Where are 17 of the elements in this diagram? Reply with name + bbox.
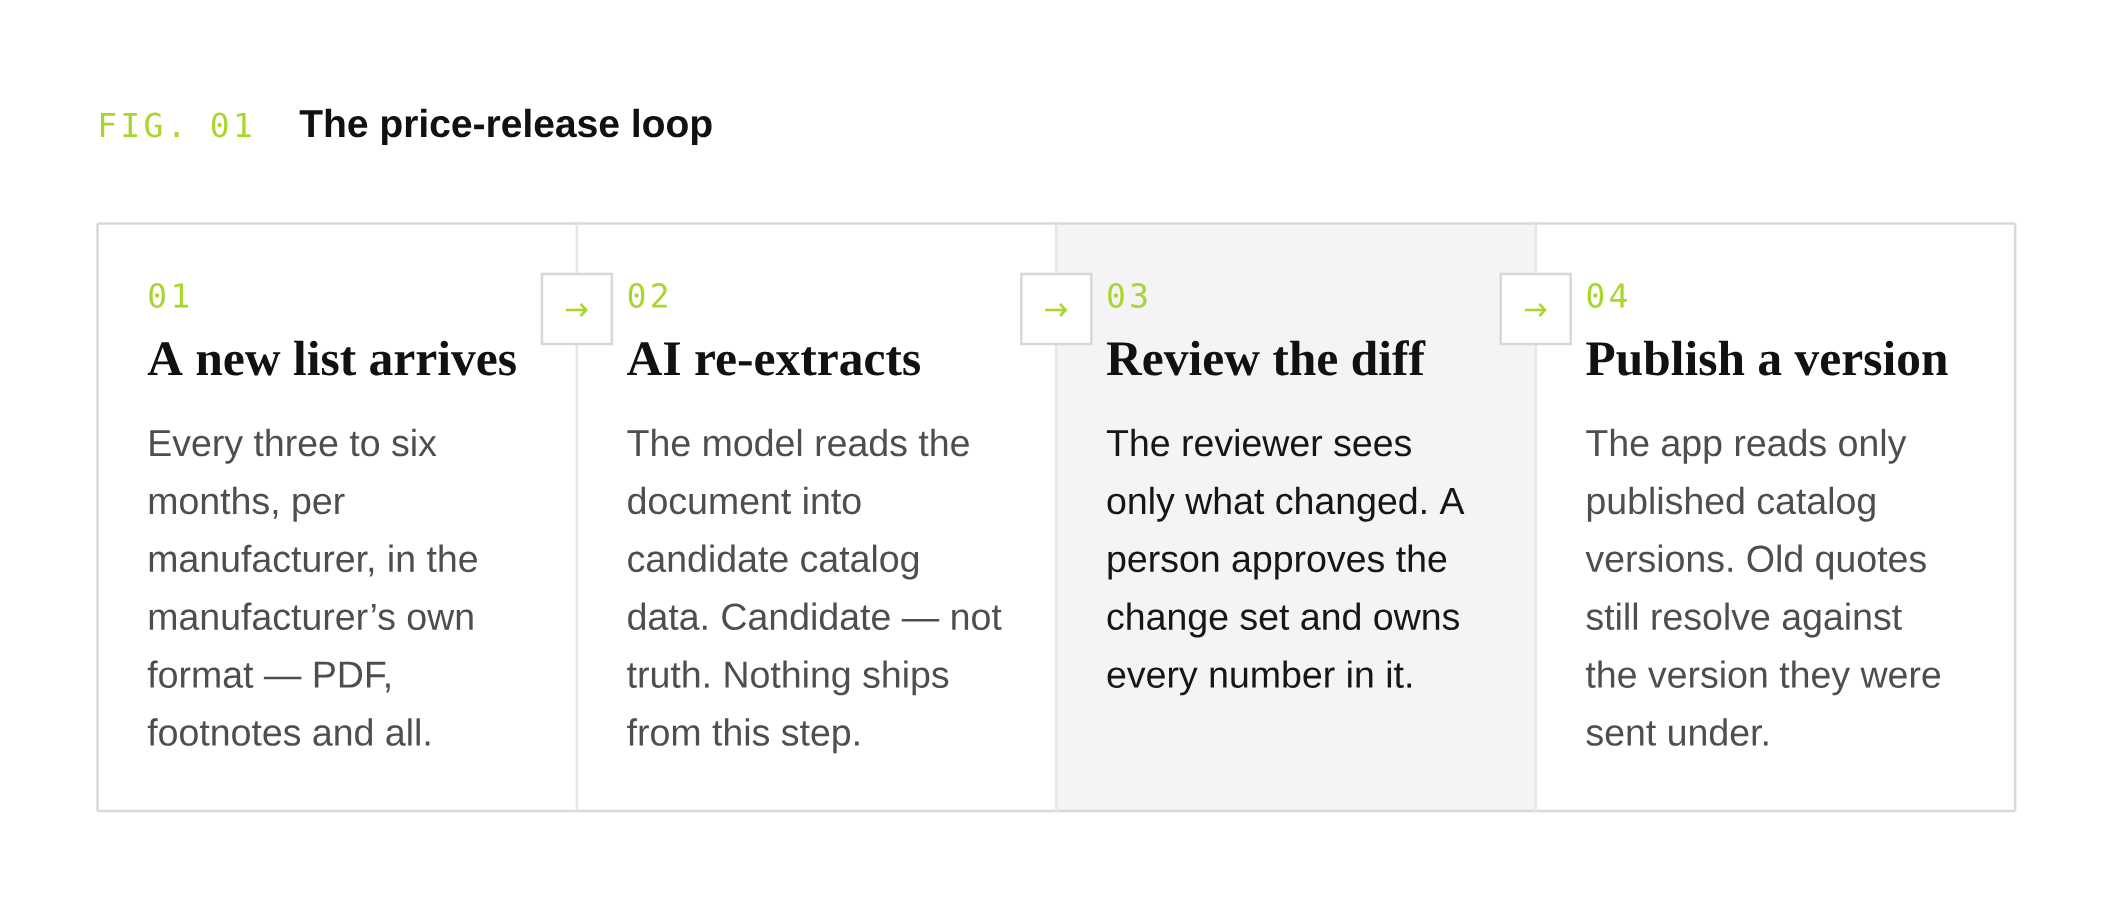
- step-description: Every three to six months, per manufacturer, in the manufacturer’s own format — PDF, footnotes and all.: [147, 428, 477, 746]
- arrow: [565, 303, 588, 317]
- step-number: 04: [1587, 283, 1627, 308]
- step-description: The reviewer sees only what changed. A person approves the change set and owns every number in it.: [1106, 428, 1465, 696]
- step-number: 03: [1108, 283, 1147, 308]
- step-heading: AI re-extracts: [627, 342, 920, 376]
- step-description: The app reads only published catalog versions. Old quotes still resolve against the version they were sent under.: [1585, 428, 1941, 746]
- arrow: [1524, 303, 1547, 317]
- step-heading: Review the diff: [1106, 340, 1426, 376]
- step-number: 02: [628, 283, 667, 308]
- figure-title: The price-release loop: [299, 108, 712, 146]
- step-number: 01: [149, 283, 188, 308]
- step-description: The model reads the document into candidate catalog data. Candidate — not truth. Nothing ships from this step.: [627, 428, 1002, 754]
- figure-number: FIG. 01: [100, 112, 251, 138]
- arrow: [1045, 303, 1068, 317]
- step-heading: Publish a version: [1586, 340, 1948, 376]
- step-heading: A new list arrives: [147, 340, 516, 376]
